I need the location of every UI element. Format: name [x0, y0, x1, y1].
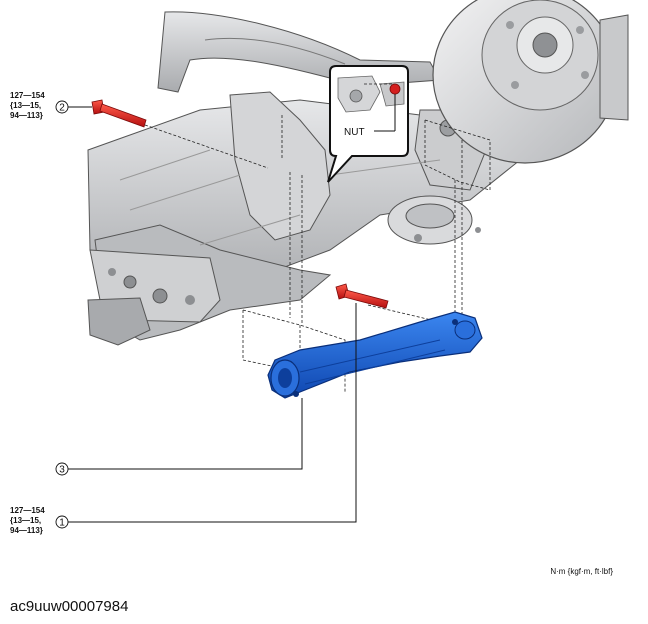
nut-callout-balloon: NUT	[327, 65, 409, 183]
lower-arm-part	[267, 311, 483, 399]
callout-1-torque-line1: 127—154	[10, 506, 45, 515]
callout-3-circle	[55, 462, 69, 476]
callout-2-torque-line1: 127—154	[10, 91, 45, 100]
callout-2-circle	[55, 100, 69, 114]
callout-3-number: 3	[59, 465, 65, 476]
nut-icon	[389, 83, 401, 95]
bolt-icon	[335, 283, 389, 309]
callout-1-torque-line3: 94—113}	[10, 526, 43, 535]
callout-1: 127—154 {13—15, 94—113} 1	[10, 506, 69, 535]
callout-1-number: 1	[59, 518, 65, 529]
rear-subframe	[87, 11, 521, 346]
hub-disc	[432, 0, 629, 164]
bolt-icon	[91, 99, 147, 128]
callout-3: 3	[55, 462, 69, 476]
callout-2: 127—154 {13—15, 94—113} 2	[10, 91, 69, 120]
alignment-guides	[144, 84, 491, 392]
leader-lines	[68, 106, 357, 523]
callout-2-torque-line3: 94—113}	[10, 111, 43, 120]
callout-1-torque-line2: {13—15,	[10, 516, 41, 525]
figure-id: ac9uuw00007984	[10, 598, 129, 615]
units-note: N·m {kgf·m, ft·lbf}	[550, 567, 613, 576]
callout-2-torque-line2: {13—15,	[10, 101, 41, 110]
callout-1-circle	[55, 515, 69, 529]
callout-2-number: 2	[59, 103, 65, 114]
nut-label: NUT	[344, 127, 365, 138]
